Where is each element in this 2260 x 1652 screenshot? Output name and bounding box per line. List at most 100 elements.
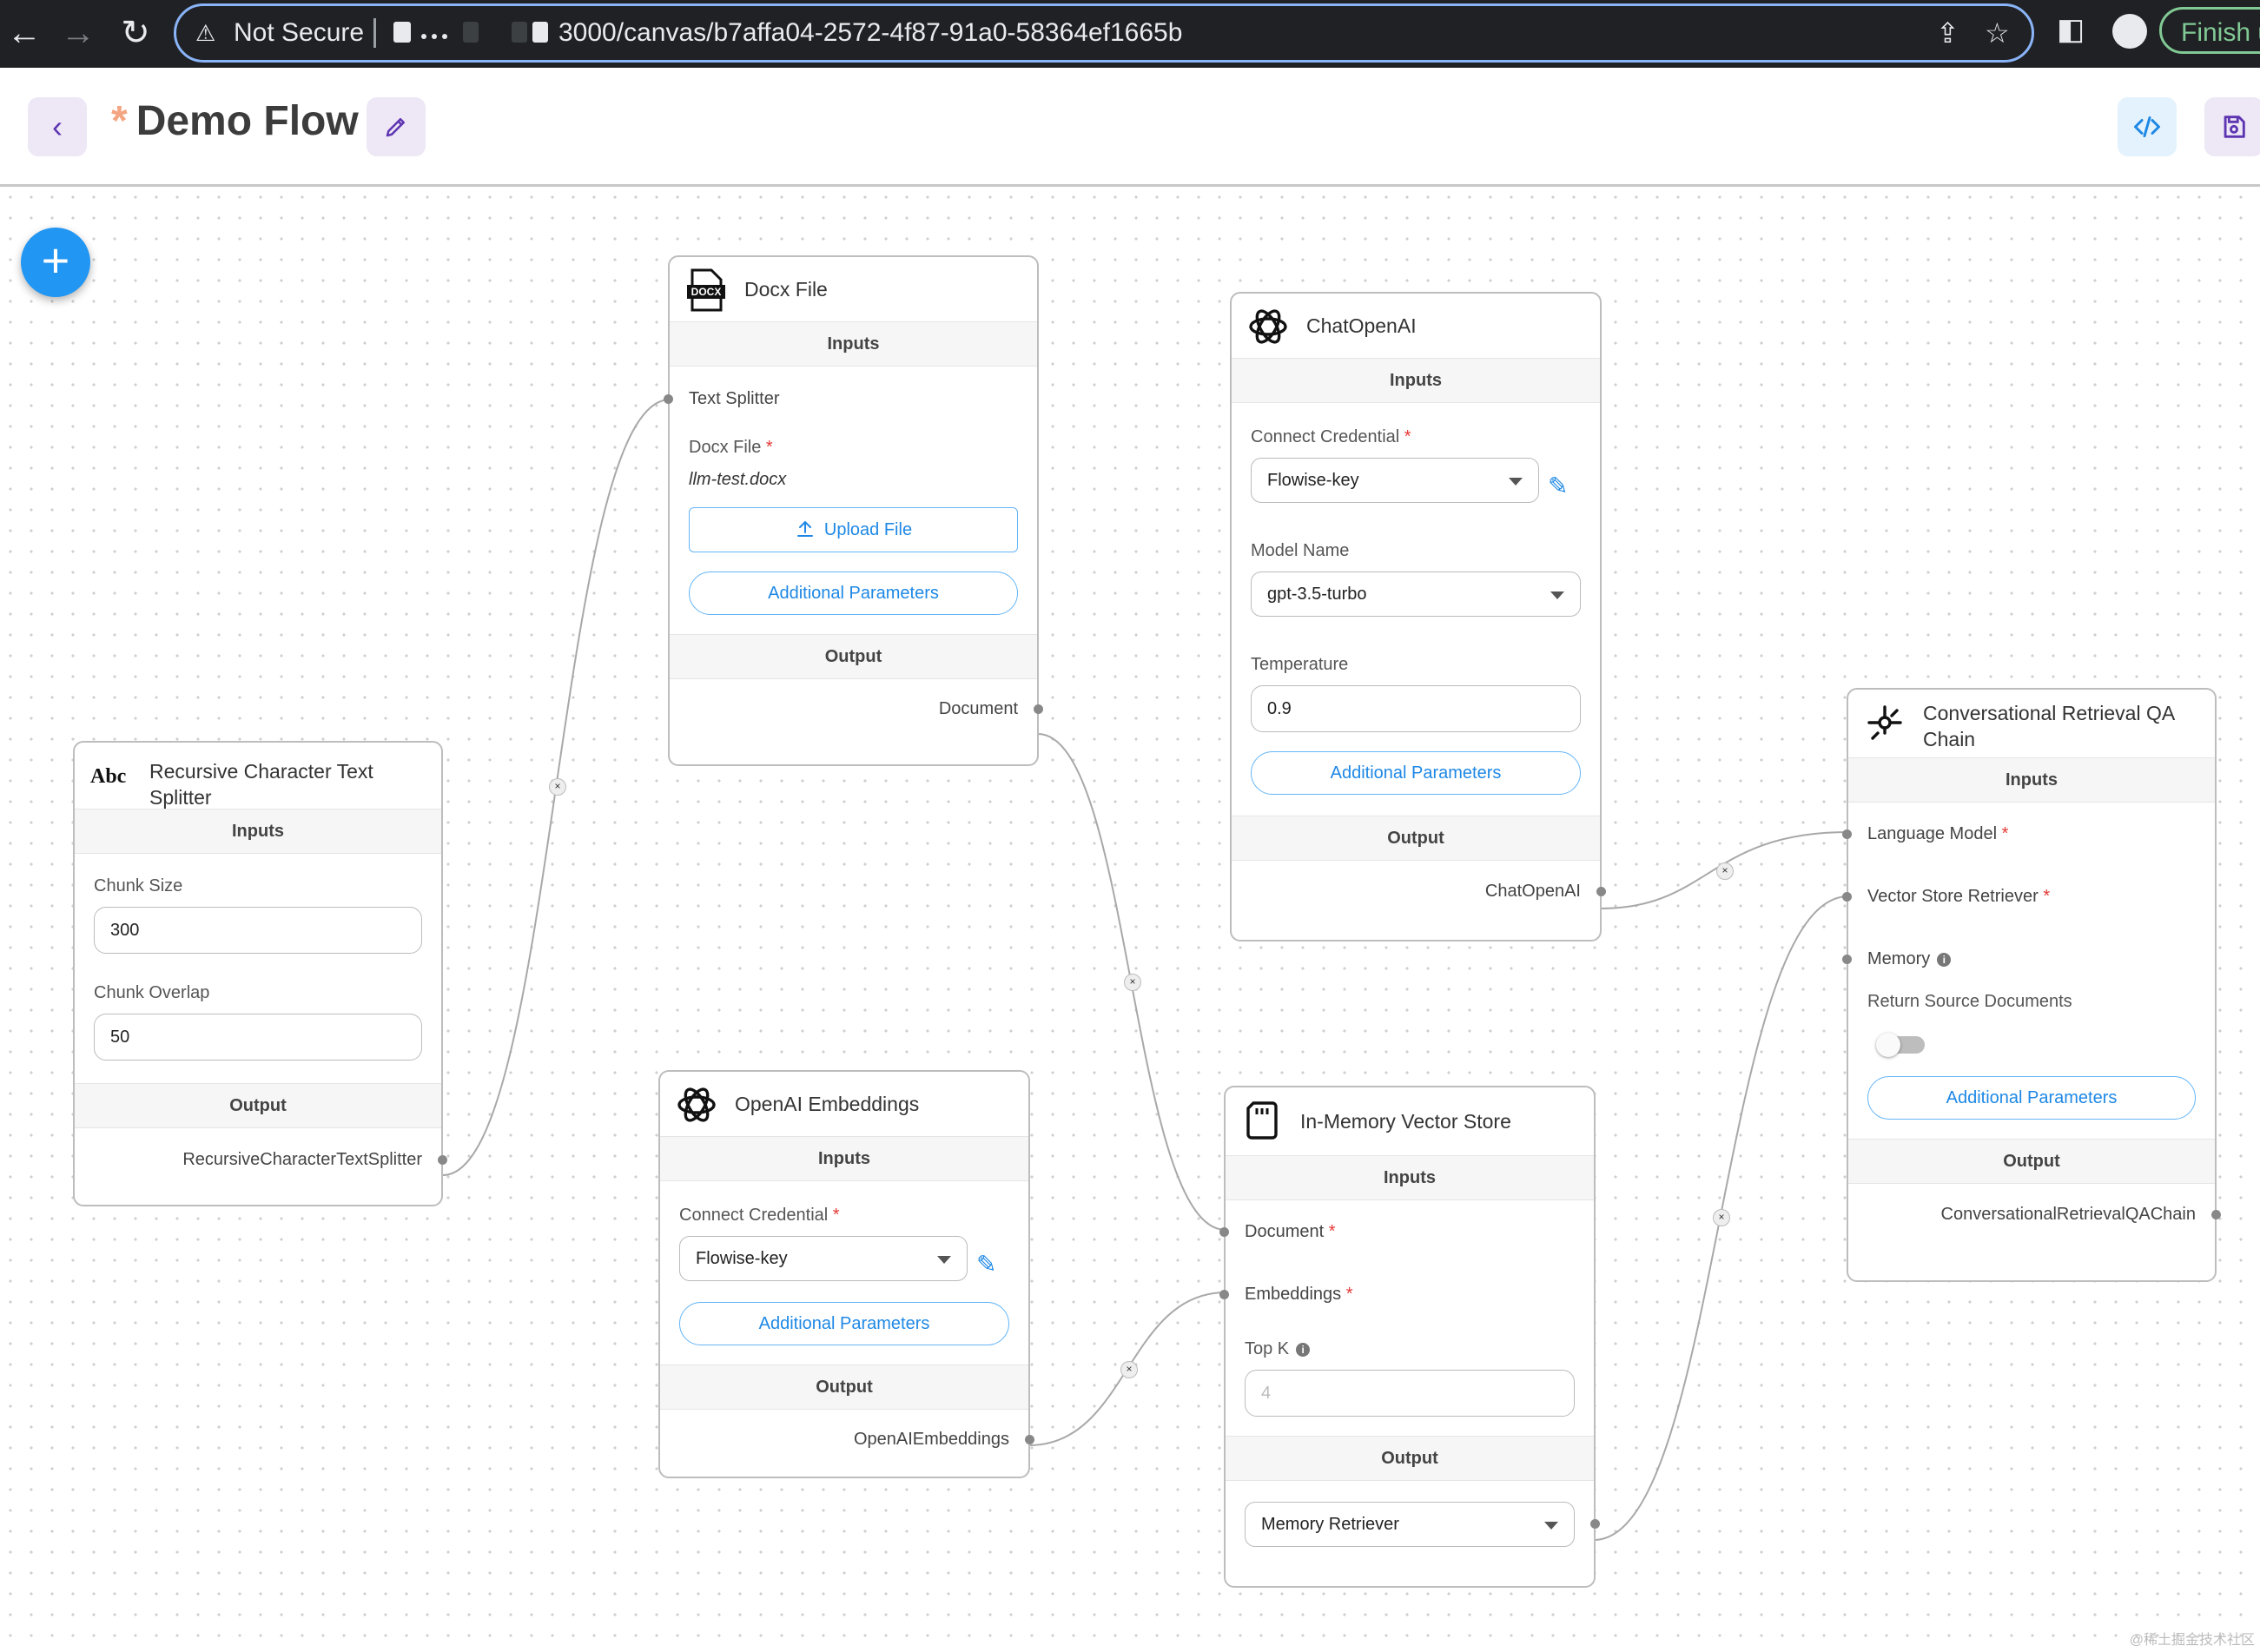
watermark-text: @稀土掘金技术社区 (2129, 1633, 2255, 1648)
delete-edge-button[interactable]: × (1120, 1361, 1138, 1378)
output-anchor: RecursiveCharacterTextSplitter (75, 1128, 447, 1191)
sidebar-icon[interactable]: ◧ (2057, 13, 2085, 46)
dropdown-caret-icon (1544, 1522, 1558, 1530)
output-anchor: ChatOpenAI (1232, 861, 1606, 922)
return-source-documents-label: Return Source Documents (1867, 992, 2072, 1011)
node-docx-file[interactable]: DOCX Docx File Inputs Text Splitter Docx… (664, 255, 1043, 766)
input-handle[interactable] (1842, 829, 1852, 839)
security-label[interactable]: Not Secure (234, 18, 365, 47)
redacted-block (442, 34, 447, 39)
additional-parameters-button[interactable]: Additional Parameters (689, 572, 1018, 615)
inputs-header: Inputs (660, 1136, 1028, 1181)
node-recursive-text-splitter[interactable]: Abc Recursive Character Text Splitter In… (73, 741, 447, 1206)
address-bar[interactable]: ⚠ Not Secure 3000/canvas/b7affa04-2572-4… (174, 3, 2034, 63)
output-type-select[interactable]: Memory Retriever (1245, 1502, 1575, 1547)
view-code-button[interactable] (2118, 97, 2177, 156)
output-anchor: Document (670, 679, 1043, 738)
credential-select[interactable]: Flowise-key (679, 1236, 968, 1281)
additional-parameters-button[interactable]: Additional Parameters (1251, 751, 1581, 795)
dropdown-caret-icon (1509, 478, 1523, 486)
profile-icon[interactable] (2112, 14, 2147, 49)
url-text[interactable]: 3000/canvas/b7affa04-2572-4f87-91a0-5836… (558, 18, 1183, 47)
node-in-memory-vector-store[interactable]: In-Memory Vector Store Inputs Document *… (1219, 1086, 1600, 1588)
node-title: Docx File (744, 278, 828, 301)
back-arrow-icon[interactable]: ← (7, 14, 42, 52)
chevron-left-icon: ‹ (52, 109, 63, 144)
info-icon[interactable]: i (1937, 952, 1952, 967)
redacted-block (421, 34, 426, 39)
additional-parameters-button[interactable]: Additional Parameters (679, 1302, 1009, 1345)
forward-arrow-icon[interactable]: → (61, 14, 96, 52)
reload-icon[interactable]: ↻ (121, 14, 150, 52)
output-handle[interactable] (1590, 1519, 1600, 1529)
output-handle[interactable] (1025, 1435, 1034, 1444)
redacted-block (393, 22, 411, 43)
node-conversational-retrieval-qa-chain[interactable]: Conversational Retrieval QA Chain Inputs… (1842, 688, 2221, 1282)
input-handle[interactable] (1219, 1227, 1229, 1237)
edit-title-button[interactable] (367, 97, 426, 156)
output-anchor: ConversationalRetrievalQAChain (1848, 1184, 2221, 1245)
delete-edge-button[interactable]: × (1716, 862, 1734, 880)
save-flow-button[interactable] (2204, 97, 2260, 156)
upload-file-button[interactable]: Upload File (689, 507, 1018, 552)
node-openai-embeddings[interactable]: OpenAI Embeddings Inputs Connect Credent… (658, 1070, 1034, 1478)
output-header: Output (670, 634, 1037, 679)
model-name-label: Model Name (1251, 541, 1350, 560)
text-splitter-anchor: Text Splitter (664, 367, 1037, 431)
svg-text:Abc: Abc (90, 765, 127, 788)
output-handle[interactable] (2211, 1210, 2221, 1219)
credential-select[interactable]: Flowise-key (1251, 458, 1539, 503)
output-handle[interactable] (438, 1155, 447, 1165)
input-handle[interactable] (1842, 892, 1852, 902)
output-name: ConversationalRetrievalQAChain (1940, 1205, 2196, 1224)
node-chat-openai[interactable]: ChatOpenAI Inputs Connect Credential * F… (1230, 292, 1606, 942)
unsaved-marker: * (111, 98, 128, 144)
abc-icon: Abc (90, 765, 127, 788)
embeddings-anchor: Embeddings * (1219, 1263, 1594, 1325)
redacted-block (432, 34, 437, 39)
pencil-icon (386, 118, 405, 137)
add-node-button[interactable]: + (21, 228, 90, 297)
temperature-input[interactable]: 0.9 (1251, 685, 1581, 732)
chunk-size-input[interactable]: 300 (94, 907, 422, 954)
return-source-documents-toggle[interactable] (1876, 1033, 1925, 1057)
output-name: RecursiveCharacterTextSplitter (182, 1150, 422, 1169)
warning-icon: ⚠ (195, 20, 216, 46)
finish-update-button[interactable]: Finish u (2159, 7, 2260, 54)
star-icon[interactable]: ☆ (1985, 17, 2010, 49)
chain-icon (1867, 705, 1902, 740)
output-name: Document (938, 699, 1018, 718)
edit-credential-icon[interactable]: ✎ (1548, 472, 1569, 499)
openai-icon (677, 1087, 716, 1122)
input-handle[interactable] (664, 394, 673, 404)
input-handle[interactable] (1842, 955, 1852, 964)
delete-edge-button[interactable]: × (549, 778, 566, 796)
document-anchor: Document * (1219, 1200, 1594, 1263)
output-name: OpenAIEmbeddings (853, 1430, 1009, 1449)
output-handle[interactable] (1034, 704, 1043, 714)
input-handle[interactable] (1219, 1290, 1229, 1299)
additional-parameters-button[interactable]: Additional Parameters (1867, 1076, 2196, 1120)
redacted-block (463, 22, 479, 43)
upload-icon (796, 520, 813, 537)
share-icon[interactable]: ⇪ (1936, 17, 1959, 49)
sd-card-icon (1246, 1101, 1278, 1140)
node-title: In-Memory Vector Store (1300, 1110, 1511, 1133)
temperature-label: Temperature (1251, 655, 1349, 674)
info-icon[interactable]: i (1296, 1342, 1311, 1357)
docx-file-name: llm-test.docx (689, 470, 787, 489)
output-header: Output (660, 1365, 1028, 1410)
back-button[interactable]: ‹ (28, 97, 87, 156)
delete-edge-button[interactable]: × (1124, 974, 1141, 991)
top-k-input[interactable]: 4 (1245, 1370, 1575, 1417)
delete-edge-button[interactable]: × (1713, 1209, 1730, 1226)
chunk-overlap-label: Chunk Overlap (94, 983, 210, 1002)
edit-credential-icon[interactable]: ✎ (976, 1251, 997, 1278)
node-title: OpenAI Embeddings (735, 1093, 920, 1115)
output-handle[interactable] (1596, 887, 1606, 896)
chunk-overlap-input[interactable]: 50 (94, 1014, 422, 1061)
node-title: ChatOpenAI (1306, 314, 1417, 337)
model-name-select[interactable]: gpt-3.5-turbo (1251, 572, 1581, 617)
